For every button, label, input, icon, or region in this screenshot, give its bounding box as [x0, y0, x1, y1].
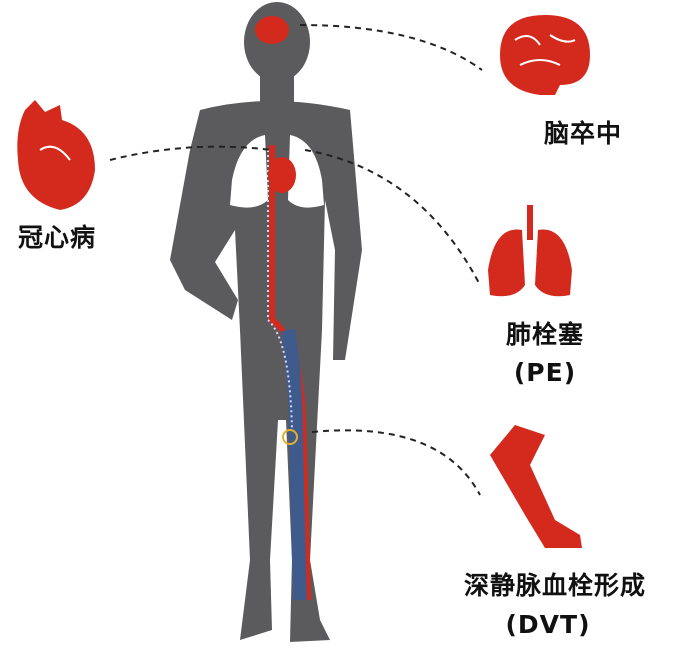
label-pe-abbr: (PE) [513, 358, 577, 387]
heart-icon [17, 100, 95, 210]
body-brain [255, 16, 289, 44]
body-lungs [230, 135, 324, 208]
label-stroke: 脑卒中 [543, 119, 623, 148]
vein-dotted [267, 150, 293, 431]
label-pulmonary-embolism: 肺栓塞 [505, 320, 585, 349]
brain-icon [500, 15, 590, 95]
lungs-icon [488, 205, 572, 297]
label-dvt-abbr: (DVT) [505, 610, 591, 639]
connector-lines [109, 24, 483, 496]
label-coronary-heart-disease: 冠心病 [17, 223, 97, 252]
vein-line [281, 328, 307, 601]
human-body-silhouette [170, 2, 362, 642]
label-deep-vein-thrombosis: 深静脉血栓形成 [463, 571, 647, 600]
clot-marker [282, 429, 298, 445]
body-heart [268, 157, 296, 193]
leg-icon [490, 425, 582, 548]
